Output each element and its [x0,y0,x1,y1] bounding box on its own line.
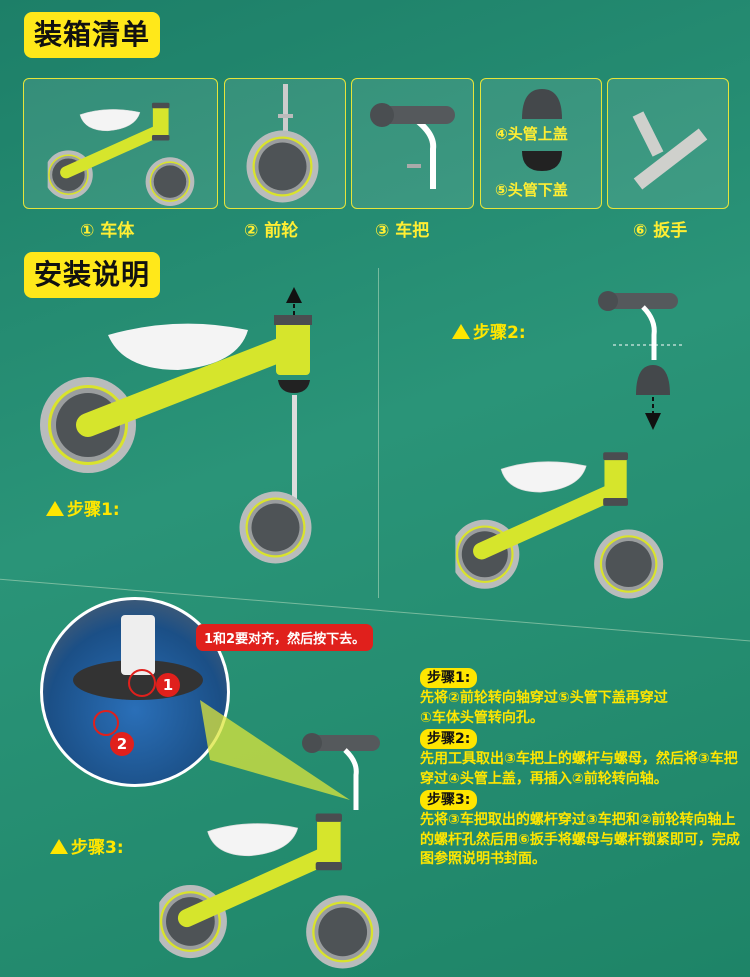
bike-body-image [34,87,209,207]
instruction-step1-label: 步骤1: [420,668,478,688]
instruction-step2-label: 步骤2: [420,729,478,749]
instruction-step3: 步骤3:先将③车把取出的螺杆穿过③车把和②前轮转向轴上的螺杆孔然后用⑥扳手将螺母… [420,789,745,870]
triangle-icon [50,839,68,854]
item-label-handlebar: ③ 车把 [375,221,430,241]
step1-heading: 步骤1: [46,495,120,520]
assembly-title: 安装说明 [24,252,161,298]
item-box-wrench [607,78,729,209]
marker-ring-2 [93,710,119,736]
instructions-panel: 步骤1:先将②前轮转向轴穿过⑤头管下盖再穿过①车体头管转向孔。 步骤2:先用工具… [420,667,745,870]
step3-heading: 步骤3: [50,833,124,858]
step1-illustration [40,287,312,564]
instruction-step3-label: 步骤3: [420,790,478,810]
step3-handlebar [302,733,380,810]
step1-label: 步骤1: [67,500,120,520]
instruction-step3-text: 先将③车把取出的螺杆穿过③车把和②前轮转向轴上的螺杆孔然后用⑥扳手将螺母与螺杆锁… [420,812,740,867]
step3-label: 步骤3: [71,838,124,858]
instruction-step2: 步骤2:先用工具取出③车把上的螺杆与螺母，然后将③车把穿过④头管上盖，再插入②前… [420,728,745,789]
handlebar-image [370,103,455,189]
item-box-handlebar [351,78,474,209]
marker-1: 1 [156,673,180,697]
marker-2: 2 [110,732,134,756]
alignment-callout: 1和2要对齐，然后按下去。 [196,624,374,651]
item-box-body [23,78,218,209]
step2-handlebar-parts [598,291,683,430]
instruction-step1-text: 先将②前轮转向轴穿过⑤头管下盖再穿过①车体头管转向孔。 [420,690,668,726]
divider-vertical [378,268,379,598]
zoom-pointer [200,700,350,800]
item-label-front-wheel: ② 前轮 [244,221,299,241]
bottom-cap-image [522,151,562,171]
item-box-front-wheel [224,78,346,209]
step2-bike [400,430,720,600]
packing-list-title: 装箱清单 [24,12,161,58]
steering-shaft [121,615,155,675]
top-cap-image [522,89,562,119]
instruction-step2-text: 先用工具取出③车把上的螺杆与螺母，然后将③车把穿过④头管上盖，再插入②前轮转向轴… [420,751,738,787]
front-wheel-image [246,84,319,203]
step2-label: 步骤2: [473,323,526,343]
item-label-wrench: ⑥ 扳手 [633,221,688,241]
triangle-icon [452,324,470,339]
instruction-step1: 步骤1:先将②前轮转向轴穿过⑤头管下盖再穿过①车体头管转向孔。 [420,667,745,728]
item-label-body: ① 车体 [80,221,135,241]
step3-bike [120,790,420,970]
item-box-caps: ④头管上盖 ⑤头管下盖 [480,78,602,209]
wrench-image [632,111,708,190]
marker-ring-1 [128,669,156,697]
bottom-cap-label: ⑤头管下盖 [495,181,568,199]
step2-heading: 步骤2: [452,318,526,343]
triangle-icon [46,501,64,516]
top-cap-label: ④头管上盖 [495,125,568,143]
